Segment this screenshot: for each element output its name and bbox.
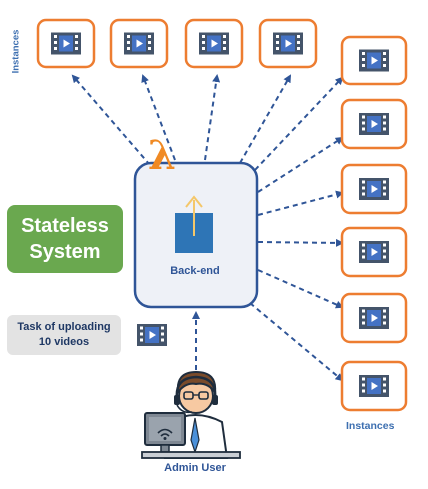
video-file-icon	[359, 113, 389, 135]
arrow-to-instance-top-4	[239, 74, 291, 164]
lambda-icon: λ	[148, 132, 177, 179]
backend-label: Back-end	[170, 265, 220, 277]
instances-bottom-label: Instances	[346, 420, 395, 432]
arrow-to-instance-right-3	[257, 190, 344, 216]
arrow-to-instance-top-3	[204, 74, 221, 161]
arrow-to-instance-right-5	[257, 269, 344, 309]
instance-top-3	[184, 18, 244, 69]
video-file-icon	[359, 375, 389, 397]
instances-top-label: Instances	[10, 29, 22, 74]
video-file-icon	[51, 32, 81, 55]
instance-right-5	[340, 292, 408, 344]
task-line-2: 10 videos	[38, 336, 90, 348]
stateless-line-1: Stateless	[21, 215, 109, 237]
stateless-system-box: Stateless System	[7, 205, 123, 273]
video-file-icon	[359, 241, 389, 263]
instance-right-1	[340, 35, 408, 86]
video-file-icon	[199, 32, 229, 55]
stateless-line-2: System	[29, 241, 101, 263]
video-file-icon	[124, 32, 154, 55]
arrow-to-instance-right-4	[257, 238, 344, 247]
instance-top-2	[109, 18, 169, 69]
instance-top-4	[258, 18, 318, 69]
video-file-icon	[359, 49, 389, 72]
upload-icon	[175, 195, 213, 253]
instance-right-4	[340, 226, 408, 278]
instance-right-3	[340, 163, 408, 215]
video-file-icon	[273, 32, 303, 55]
arrow-to-instance-top-2	[141, 74, 176, 161]
task-video-file-icon	[137, 324, 167, 346]
arrows	[71, 74, 344, 382]
instance-right-6	[340, 360, 408, 412]
admin-user-label: Admin User	[164, 462, 226, 474]
video-file-icon	[359, 178, 389, 200]
arrow-to-instance-right-1	[254, 76, 344, 171]
admin-user-at-computer-icon	[141, 370, 241, 459]
arrow-to-instance-top-1	[71, 74, 151, 166]
arrow-to-instance-right-2	[257, 136, 344, 193]
task-line-1: Task of uploading	[17, 321, 111, 333]
task-box: Task of uploading 10 videos	[7, 315, 121, 355]
arrow-to-instance-right-6	[249, 302, 344, 382]
instance-right-2	[340, 98, 408, 150]
video-file-icon	[359, 307, 389, 329]
instance-top-1	[36, 18, 96, 69]
